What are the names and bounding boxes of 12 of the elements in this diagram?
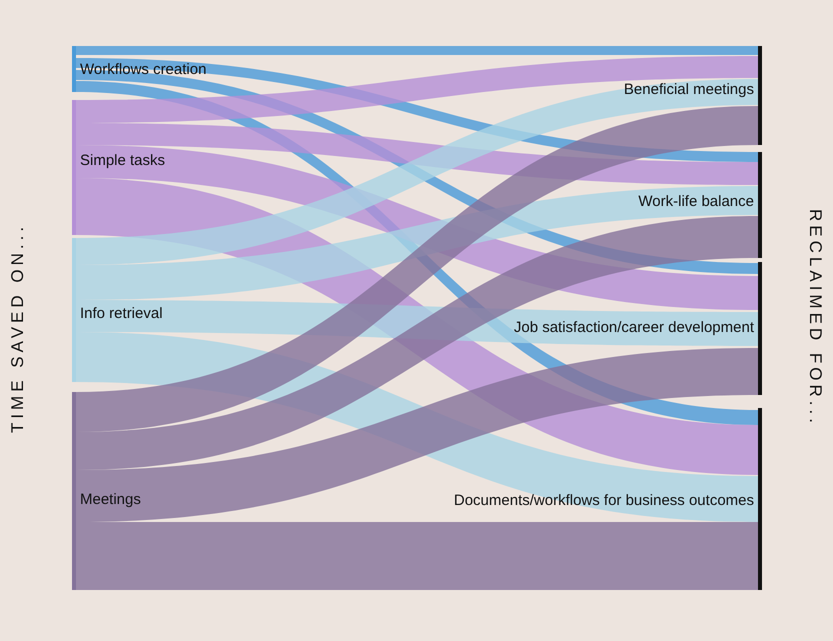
sankey-flow-band [76,46,758,55]
node-label: Work-life balance [638,193,754,211]
node-label: Info retrieval [80,305,163,323]
node-label: Meetings [80,491,141,509]
axis-title: RECLAIMED FOR... [804,209,825,427]
sankey-flow-band [76,522,758,590]
axis-title: TIME SAVED ON... [8,222,28,434]
node-label: Simple tasks [80,152,166,170]
node-label: Beneficial meetings [624,81,754,99]
sankey-flow-band [76,56,758,123]
node-label: Documents/workflows for business outcomes [454,492,754,510]
node-label: Job satisfaction/career development [514,319,754,337]
